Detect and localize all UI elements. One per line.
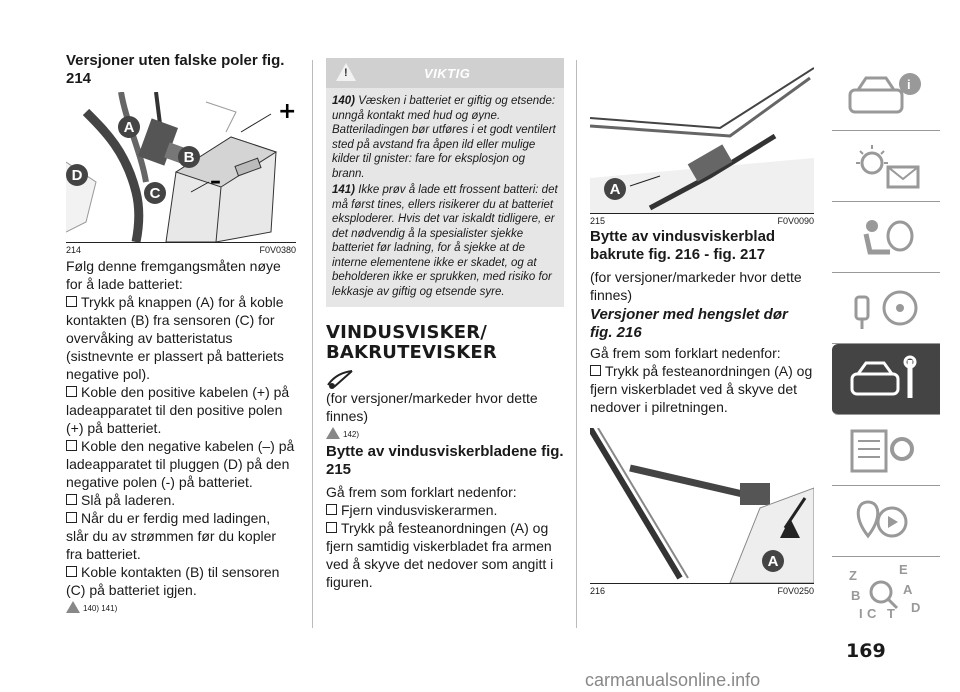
figure-caption: 216 F0V0250 <box>590 586 814 596</box>
svg-text:T: T <box>887 606 895 621</box>
warning-box-body: 140) Væsken i batteriet er giftig og ets… <box>326 88 564 307</box>
label-b: B <box>178 146 200 168</box>
car-wrench-icon <box>850 355 917 398</box>
column-divider <box>576 60 577 628</box>
plus-sign: + <box>278 99 296 124</box>
chapter-safety[interactable] <box>832 202 940 273</box>
minus-sign: – <box>210 169 221 194</box>
section-title: VINDUSVISKER/ BAKRUTEVISKER <box>326 322 497 363</box>
svg-text:i: i <box>907 77 911 92</box>
page-number: 169 <box>846 640 886 662</box>
list-item: Trykk på festeanordningen (A) og fjern v… <box>590 363 813 415</box>
section-heading-batteri: Versjoner uten falske poler fig. 214 <box>66 52 285 87</box>
list-item: Slå på laderen. <box>66 491 296 509</box>
wiper-icon <box>326 367 564 389</box>
checkbox-icon <box>326 522 337 533</box>
figure-code: F0V0250 <box>777 586 814 596</box>
figure-caption: 215 F0V0090 <box>590 216 814 226</box>
checkbox-icon <box>66 296 77 307</box>
light-message-icon <box>856 145 920 189</box>
versions-note: (for versjoner/markeder hvor dette finne… <box>590 269 802 303</box>
car-info-icon: i <box>848 73 921 114</box>
svg-text:C: C <box>867 606 877 621</box>
list-item: Fjern vindusviskerarmen. <box>326 501 564 519</box>
list-gear-icon <box>850 429 914 473</box>
checkbox-icon <box>66 440 77 451</box>
column-3: A 215 F0V0090 Bytte av vindusviskerblad … <box>587 58 815 598</box>
svg-text:E: E <box>899 562 908 577</box>
column-divider <box>312 60 313 628</box>
label-d: D <box>66 164 88 186</box>
media-location-icon <box>856 500 908 539</box>
label-a: A <box>604 178 626 200</box>
chapter-car-info[interactable]: i <box>832 60 940 131</box>
intro-text: Gå frem som forklart nedenfor: <box>590 345 781 361</box>
sub-heading: Bytte av vindusviskerbladene fig. 215 <box>326 443 564 478</box>
chapter-sidebar: i Z E A B C T D I <box>832 60 940 627</box>
figure-number: 216 <box>590 586 606 596</box>
svg-text:B: B <box>851 588 860 603</box>
checkbox-icon <box>590 365 601 376</box>
checkbox-icon <box>66 494 77 505</box>
svg-text:I: I <box>859 606 863 621</box>
column-1: Versjoner uten falske poler fig. 214 + –… <box>65 52 296 613</box>
warning-reference: 142) <box>326 427 564 439</box>
warning-triangle-icon <box>66 601 80 613</box>
list-item: Når du er ferdig med ladingen, slår du a… <box>66 510 277 562</box>
figure-216: A <box>587 426 815 584</box>
chapter-maintenance[interactable] <box>832 415 940 486</box>
figure-number: 214 <box>66 245 82 255</box>
label-a: A <box>762 550 784 572</box>
list-item: Koble den negative kabelen (–) på ladeap… <box>66 438 295 490</box>
list-item: Koble kontakten (B) til sensoren (C) på … <box>66 564 280 598</box>
checkbox-icon <box>326 504 337 515</box>
label-a: A <box>118 116 140 138</box>
list-item: Trykk på knappen (A) for å koble kontakt… <box>66 294 284 382</box>
svg-text:D: D <box>911 600 920 615</box>
warning-box: ! VIKTIG 140) Væsken i batteriet er gift… <box>326 58 564 307</box>
figure-caption: 214 F0V0380 <box>66 245 296 255</box>
checkbox-icon <box>66 386 77 397</box>
intro-text: Gå frem som forklart nedenfor: <box>326 484 517 500</box>
warning-title: VIKTIG <box>424 65 471 81</box>
warning-reference: 140) 141) <box>66 601 296 613</box>
list-item: Koble den positive kabelen (+) på ladeap… <box>66 384 290 436</box>
figure-code: F0V0380 <box>259 245 296 255</box>
warning-triangle-icon <box>326 427 340 439</box>
column-2: ! VIKTIG 140) Væsken i batteriet er gift… <box>326 58 564 591</box>
wiper-blade-illustration <box>589 67 815 213</box>
chapter-lights-messages[interactable] <box>832 131 940 202</box>
warning-item: 140) Væsken i batteriet er giftig og ets… <box>332 95 556 180</box>
list-item: Trykk på festeanordningen (A) og fjern s… <box>326 520 554 590</box>
label-c: C <box>144 182 166 204</box>
checkbox-icon <box>66 566 77 577</box>
key-steering-icon <box>854 290 918 329</box>
warning-box-header: ! VIKTIG <box>326 58 564 88</box>
figure-215: A <box>589 58 815 214</box>
airbag-seat-icon <box>863 220 914 255</box>
chapter-index[interactable]: Z E A B C T D I <box>832 557 940 627</box>
chapter-multimedia[interactable] <box>832 486 940 557</box>
checkbox-icon <box>66 512 77 523</box>
warning-triangle-icon <box>336 63 356 81</box>
figure-number: 215 <box>590 216 606 226</box>
battery-illustration: + – <box>65 91 296 243</box>
watermark: carmanualsonline.info <box>585 670 761 690</box>
chapter-starting-driving[interactable] <box>832 273 940 344</box>
svg-text:A: A <box>903 582 913 597</box>
alphabet-index-icon: Z E A B C T D I <box>849 562 920 621</box>
figure-214: + – A B C D <box>65 91 296 243</box>
figure-code: F0V0090 <box>777 216 814 226</box>
versions-note: (for versjoner/markeder hvor dette finne… <box>326 390 538 424</box>
section-heading: Bytte av vindusviskerblad bakrute fig. 2… <box>590 228 776 263</box>
intro-text: Følg denne fremgangsmåten nøye for å lad… <box>66 258 281 292</box>
svg-text:Z: Z <box>849 568 857 583</box>
sub-heading: Versjoner med hengslet dør fig. 216 <box>590 306 788 341</box>
warning-item: 141) Ikke prøv å lade ett frossent batte… <box>332 184 558 298</box>
chapter-emergency[interactable] <box>832 344 940 415</box>
